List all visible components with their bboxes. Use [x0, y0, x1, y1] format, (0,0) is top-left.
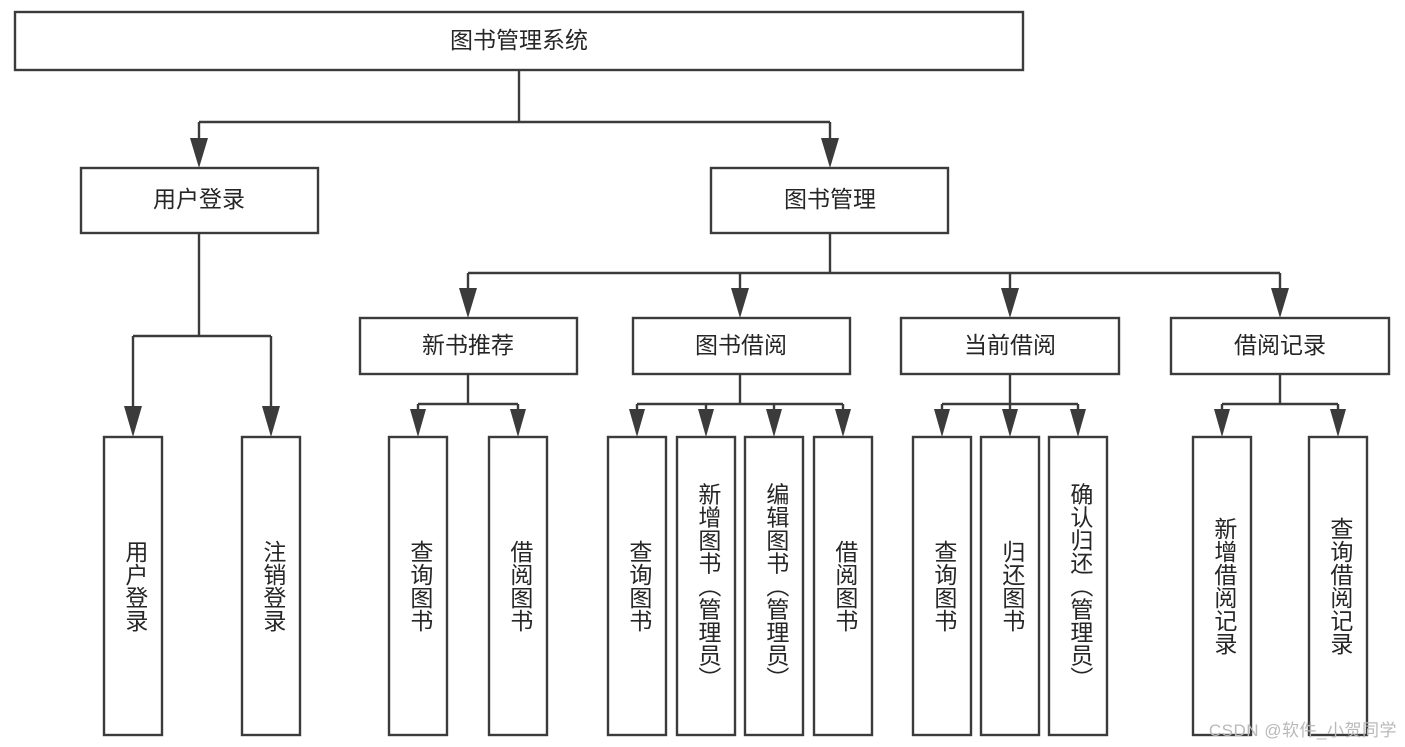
connector-group-new-book-recommend	[410, 374, 526, 437]
node-borrow-record-label: 借阅记录	[1234, 332, 1326, 358]
leaf-node-user-login-2[interactable]: 注销登录	[240, 435, 302, 737]
leaf-node-borrow-record-2-label: 查询借阅记录	[1327, 517, 1354, 655]
leaf-node-borrow-record-1-label: 新增借阅记录	[1211, 517, 1238, 655]
node-root-box[interactable]	[13, 10, 1025, 72]
leaf-node-borrow-record-1-box[interactable]	[1191, 435, 1253, 737]
leaf-node-new-book-recommend-2-box[interactable]	[487, 435, 549, 737]
leaf-node-new-book-recommend-2-label: 借阅图书	[507, 540, 534, 632]
arrow-head-leaf-user-login-1	[124, 406, 142, 437]
connector-group-current-borrow	[934, 374, 1086, 437]
leaf-node-new-book-recommend-1-box[interactable]	[387, 435, 449, 737]
leaf-node-book-borrow-1[interactable]: 查询图书	[606, 435, 668, 737]
arrow-head-user-login	[190, 138, 208, 168]
node-book-manage-box[interactable]	[709, 166, 950, 235]
connector-group-borrow-record	[1214, 374, 1346, 437]
leaf-node-new-book-recommend-1[interactable]: 查询图书	[387, 435, 449, 737]
arrow-head-book-borrow	[731, 288, 749, 318]
arrow-head-leaf-user-login-2	[262, 406, 280, 437]
leaf-node-user-login-2-box[interactable]	[240, 435, 302, 737]
arrow-head-leaf-br-1	[1214, 409, 1230, 437]
leaf-node-book-borrow-1-label: 查询图书	[626, 540, 653, 632]
leaf-node-user-login-1-box[interactable]	[102, 435, 164, 737]
leaf-node-user-login-1[interactable]: 用户登录	[102, 435, 164, 737]
leaf-node-book-borrow-2-label: 新增图书（管理员）	[695, 483, 722, 690]
node-new-book-recommend[interactable]: 新书推荐	[358, 316, 579, 376]
arrow-head-leaf-bb-4	[835, 409, 851, 437]
arrow-head-leaf-bb-2	[698, 409, 714, 437]
leaf-node-book-borrow-4-label: 借阅图书	[832, 540, 859, 632]
arrow-head-leaf-cb-1	[934, 409, 950, 437]
leaf-node-current-borrow-2[interactable]: 归还图书	[979, 435, 1041, 737]
node-user-login-box[interactable]	[79, 166, 320, 235]
leaf-node-current-borrow-2-label: 归还图书	[999, 540, 1026, 632]
leaf-node-book-borrow-4[interactable]: 借阅图书	[812, 435, 874, 737]
connector-group-book-manage	[459, 233, 1289, 318]
leaf-node-user-login-1-label: 用户登录	[122, 540, 149, 632]
arrow-head-leaf-nbr-2	[510, 409, 526, 437]
leaf-node-book-borrow-3-label: 编辑图书（管理员）	[763, 483, 790, 690]
leaf-node-book-borrow-2[interactable]: 新增图书（管理员）	[675, 435, 737, 737]
leaf-node-book-borrow-2-box[interactable]	[675, 435, 737, 737]
node-book-manage[interactable]: 图书管理	[709, 166, 950, 235]
leaf-node-book-borrow-3[interactable]: 编辑图书（管理员）	[743, 435, 805, 737]
leaf-node-current-borrow-1-label: 查询图书	[931, 540, 958, 632]
leaf-node-current-borrow-3[interactable]: 确认归还（管理员）	[1047, 435, 1109, 737]
leaf-node-book-borrow-4-box[interactable]	[812, 435, 874, 737]
node-current-borrow-box[interactable]	[899, 316, 1121, 376]
leaf-node-current-borrow-2-box[interactable]	[979, 435, 1041, 737]
arrow-head-leaf-br-2	[1330, 409, 1346, 437]
arrow-head-leaf-bb-3	[766, 409, 782, 437]
arrow-head-current-borrow	[1001, 288, 1019, 318]
node-current-borrow[interactable]: 当前借阅	[899, 316, 1121, 376]
node-book-manage-label: 图书管理	[784, 186, 876, 212]
node-user-login-label: 用户登录	[153, 186, 245, 212]
leaf-node-current-borrow-3-label: 确认归还（管理员）	[1067, 483, 1094, 690]
node-book-borrow-box[interactable]	[631, 316, 852, 376]
connector-group-user-login	[124, 233, 280, 437]
node-current-borrow-label: 当前借阅	[964, 332, 1056, 358]
leaf-node-borrow-record-2[interactable]: 查询借阅记录	[1307, 435, 1369, 737]
leaf-node-borrow-record-1[interactable]: 新增借阅记录	[1191, 435, 1253, 737]
arrow-head-leaf-bb-1	[629, 409, 645, 437]
leaf-node-current-borrow-3-box[interactable]	[1047, 435, 1109, 737]
arrow-head-book-manage	[821, 138, 839, 168]
leaf-node-book-borrow-3-box[interactable]	[743, 435, 805, 737]
node-root[interactable]: 图书管理系统	[13, 10, 1025, 72]
arrow-head-borrow-record	[1271, 288, 1289, 318]
leaf-node-current-borrow-1-box[interactable]	[911, 435, 973, 737]
node-book-borrow[interactable]: 图书借阅	[631, 316, 852, 376]
node-borrow-record-box[interactable]	[1169, 316, 1391, 376]
arrow-head-leaf-nbr-1	[410, 409, 426, 437]
arrow-head-leaf-cb-2	[1002, 409, 1018, 437]
node-borrow-record[interactable]: 借阅记录	[1169, 316, 1391, 376]
leaf-node-new-book-recommend-2[interactable]: 借阅图书	[487, 435, 549, 737]
leaf-node-new-book-recommend-1-label: 查询图书	[407, 540, 434, 632]
leaf-node-book-borrow-1-box[interactable]	[606, 435, 668, 737]
arrow-head-new-book-recommend	[459, 288, 477, 318]
node-user-login[interactable]: 用户登录	[79, 166, 320, 235]
connector-group-book-borrow	[629, 374, 851, 437]
leaf-node-user-login-2-label: 注销登录	[260, 540, 287, 632]
arrow-head-leaf-cb-3	[1070, 409, 1086, 437]
node-new-book-recommend-box[interactable]	[358, 316, 579, 376]
leaf-node-borrow-record-2-box[interactable]	[1307, 435, 1369, 737]
connector-group-root	[190, 70, 839, 168]
node-root-label: 图书管理系统	[450, 27, 588, 53]
node-book-borrow-label: 图书借阅	[695, 332, 787, 358]
leaf-node-current-borrow-1[interactable]: 查询图书	[911, 435, 973, 737]
node-new-book-recommend-label: 新书推荐	[422, 332, 514, 358]
